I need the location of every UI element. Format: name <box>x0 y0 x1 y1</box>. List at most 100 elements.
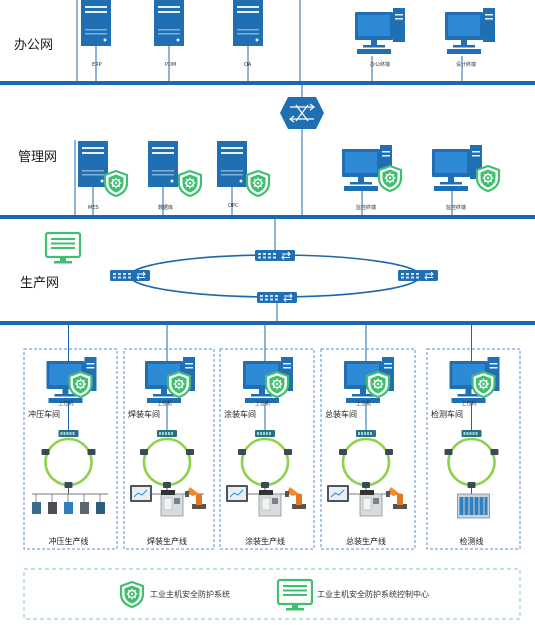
shield-icon <box>119 580 145 609</box>
ring-switch-icon <box>157 430 177 437</box>
legend-label-control-center: 工业主机安全防护系统控制中心 <box>317 589 429 599</box>
workshop-panel <box>23 348 118 550</box>
hmi-panel-icon <box>326 484 350 503</box>
workshop-name: 焊装车间 <box>128 409 160 419</box>
zone-label-management: 管理网 <box>18 150 57 165</box>
production-line-name: 总装生产线 <box>346 536 386 546</box>
shield-icon <box>365 370 391 399</box>
ring-node-icon <box>444 449 453 455</box>
server-icon <box>217 141 247 187</box>
computer-label: 监控终端 <box>446 204 466 211</box>
switch-icon <box>256 291 298 304</box>
server-label: PDM <box>165 62 176 68</box>
hmi-panel-icon <box>225 484 249 503</box>
host-pc-label: 上位机 <box>462 400 477 407</box>
server-label: OA <box>244 62 252 68</box>
ring-switch-icon <box>58 430 79 437</box>
ring-network <box>447 437 496 487</box>
robot-arm-icon <box>185 487 206 509</box>
robot-arm-icon <box>285 487 306 509</box>
ring-switch-icon <box>461 430 482 437</box>
ring-network <box>44 437 93 487</box>
device-icon <box>64 502 73 514</box>
ring-node-icon <box>238 449 246 455</box>
workshop-panel <box>426 348 521 550</box>
server-label: MES <box>88 205 99 211</box>
ring-node-icon <box>64 482 73 488</box>
workshop-panel <box>219 348 315 550</box>
computer-label: 监控终端 <box>356 204 376 211</box>
ring-node-icon <box>467 482 476 488</box>
ring-switch-icon <box>356 430 376 437</box>
shield-icon <box>264 370 290 399</box>
device-icon <box>48 502 57 514</box>
shield-icon <box>68 370 93 399</box>
server-label: ERP <box>92 62 102 68</box>
host-pc-label: 上位机 <box>255 400 270 407</box>
host-pc-label: 上位机 <box>59 400 74 407</box>
production-line-name: 检测线 <box>460 536 484 546</box>
shield-icon <box>177 169 203 198</box>
computer-icon <box>445 8 495 54</box>
server-icon <box>233 0 263 46</box>
production-network-bus <box>0 321 535 325</box>
machine-icon <box>359 489 383 517</box>
ring-node-icon <box>490 449 499 455</box>
legend-label-shield: 工业主机安全防护系统 <box>150 589 230 599</box>
ring-node-icon <box>186 449 194 455</box>
shield-icon <box>103 169 129 198</box>
computer-icon <box>355 8 405 54</box>
server-label: 数据库 <box>158 204 173 211</box>
management-network-bus <box>0 215 535 219</box>
switch-icon <box>254 249 296 262</box>
server-label: OPC <box>228 203 239 209</box>
server-icon <box>154 0 184 46</box>
shield-icon <box>166 370 192 399</box>
workshop-panel <box>123 348 215 550</box>
device-icon <box>80 502 89 514</box>
legend-box <box>23 568 521 620</box>
device-icon <box>32 502 41 514</box>
production-line-name: 涂装生产线 <box>245 536 285 546</box>
workshop-name: 检测车间 <box>431 409 463 419</box>
ring-node-icon <box>362 482 370 488</box>
production-line-name: 冲压生产线 <box>49 536 89 546</box>
ring-switch-icon <box>255 430 275 437</box>
ring-node-icon <box>261 482 269 488</box>
workshop-name: 总装车间 <box>325 409 357 419</box>
ring-network <box>240 437 290 487</box>
office-network-bus <box>0 81 535 85</box>
shield-icon <box>377 164 403 193</box>
computer-label: 办公终端 <box>370 61 390 68</box>
switch-icon <box>397 269 439 282</box>
shield-icon <box>475 164 501 193</box>
host-pc-label: 上位机 <box>157 400 172 407</box>
hmi-panel-icon <box>129 484 153 503</box>
robot-arm-icon <box>386 487 407 509</box>
control-center-monitor-icon <box>276 578 314 612</box>
server-icon <box>148 141 178 187</box>
workshop-panel <box>320 348 416 550</box>
machine-icon <box>258 489 282 517</box>
control-cabinet-icon <box>457 493 490 519</box>
ring-node-icon <box>385 449 393 455</box>
workshop-name: 涂装车间 <box>224 409 256 419</box>
router-icon <box>280 97 324 129</box>
computer-icon <box>432 145 482 191</box>
workshop-name: 冲压车间 <box>28 409 60 419</box>
server-icon <box>78 141 108 187</box>
shield-icon <box>471 370 496 399</box>
production-line-name: 焊装生产线 <box>147 536 187 546</box>
production-ring <box>129 254 421 298</box>
zone-label-office: 办公网 <box>14 38 53 53</box>
control-center-monitor-icon <box>44 231 82 265</box>
ring-node-icon <box>140 449 148 455</box>
switch-icon <box>109 269 151 282</box>
ring-node-icon <box>339 449 347 455</box>
ring-network <box>341 437 391 487</box>
host-pc-label: 上位机 <box>356 400 371 407</box>
ring-node-icon <box>163 482 171 488</box>
